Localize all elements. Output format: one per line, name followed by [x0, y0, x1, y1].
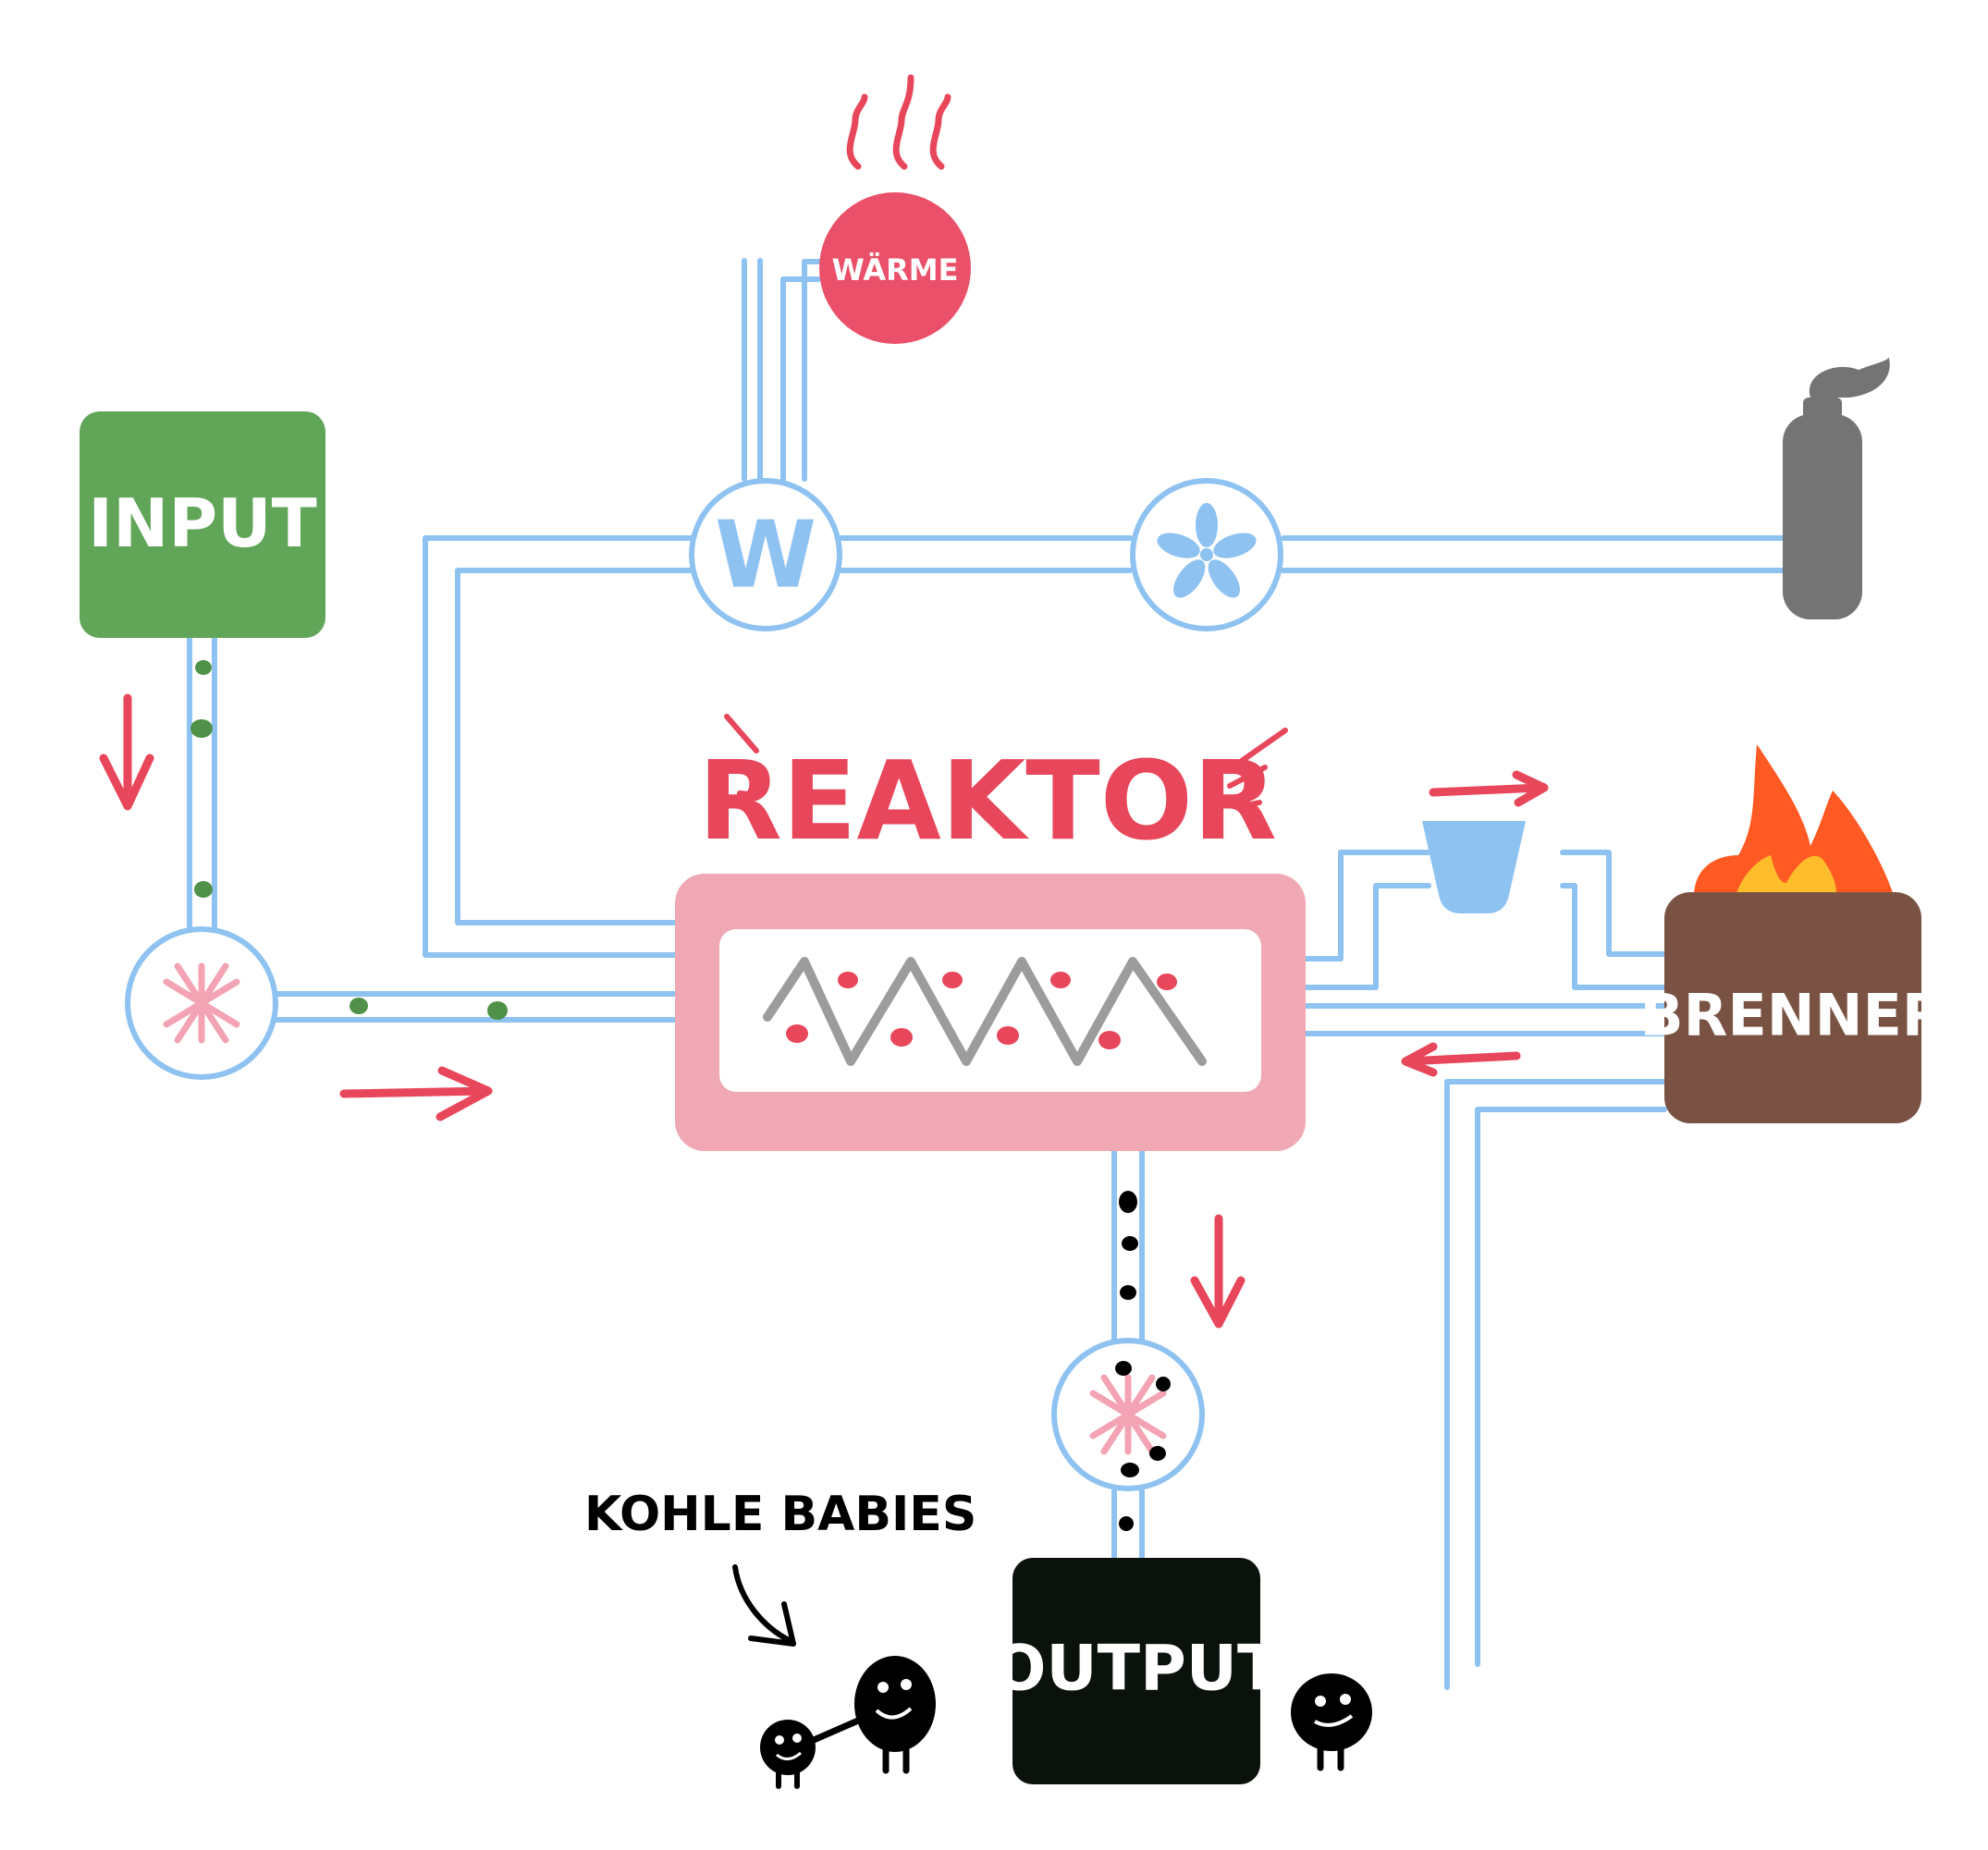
annotation-arrow	[732, 1564, 796, 1647]
reaktor-burst-left	[724, 714, 763, 798]
pipe-exchanger-to-fan	[839, 535, 1133, 573]
fan-blades	[1157, 503, 1257, 598]
arrow-from-brenner	[1401, 1042, 1521, 1077]
pipe-brenner-down	[1444, 1079, 1667, 1690]
particle	[194, 881, 213, 898]
input-box-bg	[80, 411, 325, 638]
pipe-input-down	[187, 635, 217, 937]
reaktor-burst-right	[1227, 728, 1288, 809]
flame-outer	[1693, 744, 1896, 901]
arrow-input-down	[99, 693, 154, 811]
flame-inner	[1735, 855, 1837, 901]
mixer-bottom-particles	[1115, 1361, 1171, 1477]
reaktor-node: REAKTOR	[675, 714, 1306, 1151]
output-box: OUTPUT	[993, 1558, 1281, 1784]
star-mixer-icon	[1051, 1338, 1205, 1491]
particle	[190, 719, 213, 738]
mixer-left-star	[163, 962, 240, 1044]
particle	[350, 998, 368, 1014]
particle	[487, 1001, 508, 1020]
reaktor-label: REAKTOR	[698, 737, 1277, 864]
reaktor-particles	[786, 972, 1177, 1049]
waerme-circle	[819, 192, 971, 344]
chimney-icon	[1783, 356, 1890, 619]
pipe-exchanger-to-waerme	[742, 258, 826, 482]
output-particles	[1119, 1191, 1138, 1531]
exchanger-circle	[689, 478, 842, 631]
output-box-bg	[1012, 1558, 1260, 1784]
coal-baby-icon	[760, 1656, 936, 1789]
coal-baby-icon	[1291, 1673, 1372, 1771]
pipe-reaktor-to-brenner	[1303, 850, 1667, 1036]
pipe-fan-to-chimney	[1281, 535, 1786, 573]
arrow-to-brenner	[1429, 770, 1549, 807]
valve-body	[1422, 821, 1526, 913]
input-box: INPUT	[80, 411, 325, 638]
valve-icon	[1422, 821, 1526, 913]
chimney-smoke	[1809, 356, 1890, 398]
arrow-output-down	[1190, 1214, 1246, 1329]
output-label: OUTPUT	[993, 1633, 1281, 1706]
fan-icon	[1130, 478, 1283, 631]
arrow-to-reaktor	[339, 1066, 493, 1121]
brenner-box-bg	[1664, 892, 1921, 1123]
waerme-label: WÄRME	[832, 252, 959, 288]
brenner-node: BRENNER	[1639, 744, 1946, 1123]
pipes	[187, 258, 1786, 1690]
input-label: INPUT	[88, 484, 316, 562]
chimney-body	[1783, 414, 1862, 619]
flow-arrows	[99, 693, 1549, 1329]
reaktor-zigzag	[763, 957, 1207, 1066]
chimney-neck	[1803, 398, 1842, 422]
kohle-babies-annotation: KOHLE BABIES	[584, 1487, 976, 1647]
mixer-bottom-star	[1089, 1374, 1167, 1455]
pipe-reaktor-to-output	[1111, 1148, 1145, 1561]
star-mixer-icon	[125, 926, 278, 1080]
brenner-label: BRENNER	[1639, 982, 1945, 1049]
pipe-reaktor-to-exchanger	[423, 535, 694, 958]
waerme-node: WÄRME	[819, 74, 971, 344]
exchanger-symbol: W	[715, 501, 816, 609]
steam-icon	[846, 74, 951, 170]
kohle-babies-label: KOHLE BABIES	[584, 1487, 976, 1542]
heat-exchanger-icon: W	[689, 478, 842, 631]
particle	[195, 660, 212, 675]
flame-icon	[1693, 744, 1896, 901]
pipe-mixer-to-reaktor	[273, 991, 678, 1023]
